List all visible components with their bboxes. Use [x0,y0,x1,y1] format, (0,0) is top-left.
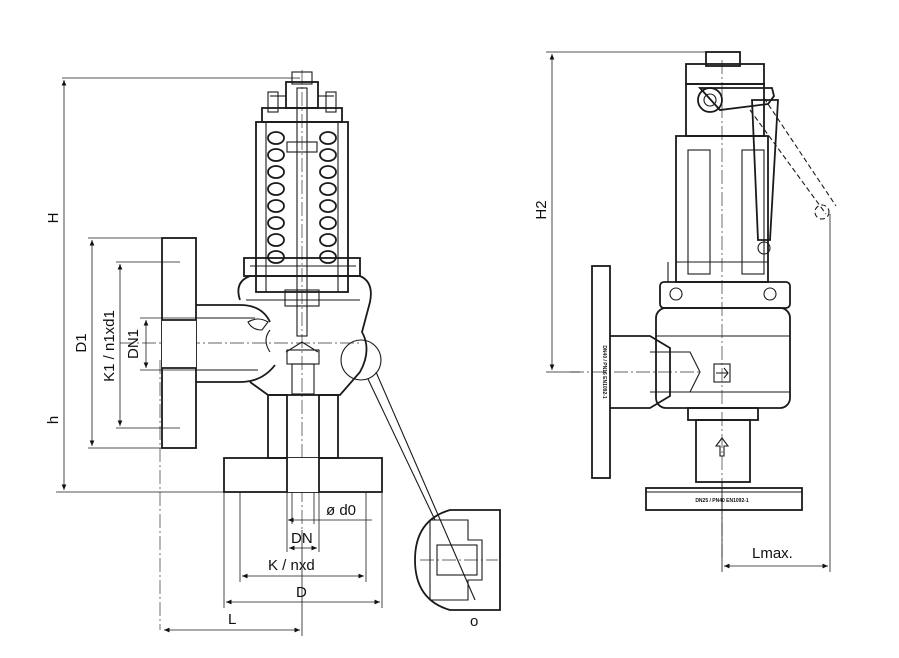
spring-coil [319,182,337,196]
inlet-flange [223,394,383,493]
detail-mark: o [470,613,478,630]
dim-Lmax: Lmax. [752,545,793,562]
inlet-flange-exterior [645,487,803,511]
spring-coil [319,148,337,162]
dim-H: H [45,213,62,224]
spring-coil [267,165,285,179]
spring-coil [319,199,337,213]
spring-coil [267,148,285,162]
dim-DN1: DN1 [125,329,142,359]
top-cap [705,51,741,67]
spring-coil [319,131,337,145]
dim-L: L [228,611,236,628]
lifting-lever [697,87,775,111]
spring-coil [319,233,337,247]
dim-h: h [45,416,62,424]
dimensions-left: H h D1 K1 / n1xd1 DN1 ø d0 DN K / nxd [45,77,383,636]
outlet-flange [161,237,197,449]
spring [267,131,337,264]
spring-coil [267,216,285,230]
spring-coil [267,182,285,196]
flow-arrow-icon [713,363,731,383]
outlet-nozzle [196,304,276,383]
dimensions-right: H2 Lmax. [533,51,831,572]
dim-d0: ø d0 [326,502,356,519]
spring-coil [319,250,337,264]
spindle [267,71,337,337]
dim-D: D [296,584,307,601]
body-exterior [655,307,791,409]
spring-coil [267,233,285,247]
spring-coil [267,250,285,264]
outlet-flange-exterior [591,265,611,479]
spring-coil [319,165,337,179]
exterior-view: DN40 / PN16 EN1092-1 DN25 / PN40 EN1092-… [570,51,837,560]
detail-view: o [414,509,501,630]
spring-coil [319,216,337,230]
dim-H2: H2 [533,200,550,219]
outlet-flange-marking: DN40 / PN16 EN1092-1 [601,345,607,399]
section-view [120,70,476,630]
valve-body [237,275,372,396]
spring-coil [267,131,285,145]
lever-open-position [749,97,837,215]
dim-K: K / nxd [268,557,315,574]
spring-coil [267,199,285,213]
dim-D1: D1 [73,333,90,352]
dim-K1: K1 / n1xd1 [101,310,118,382]
